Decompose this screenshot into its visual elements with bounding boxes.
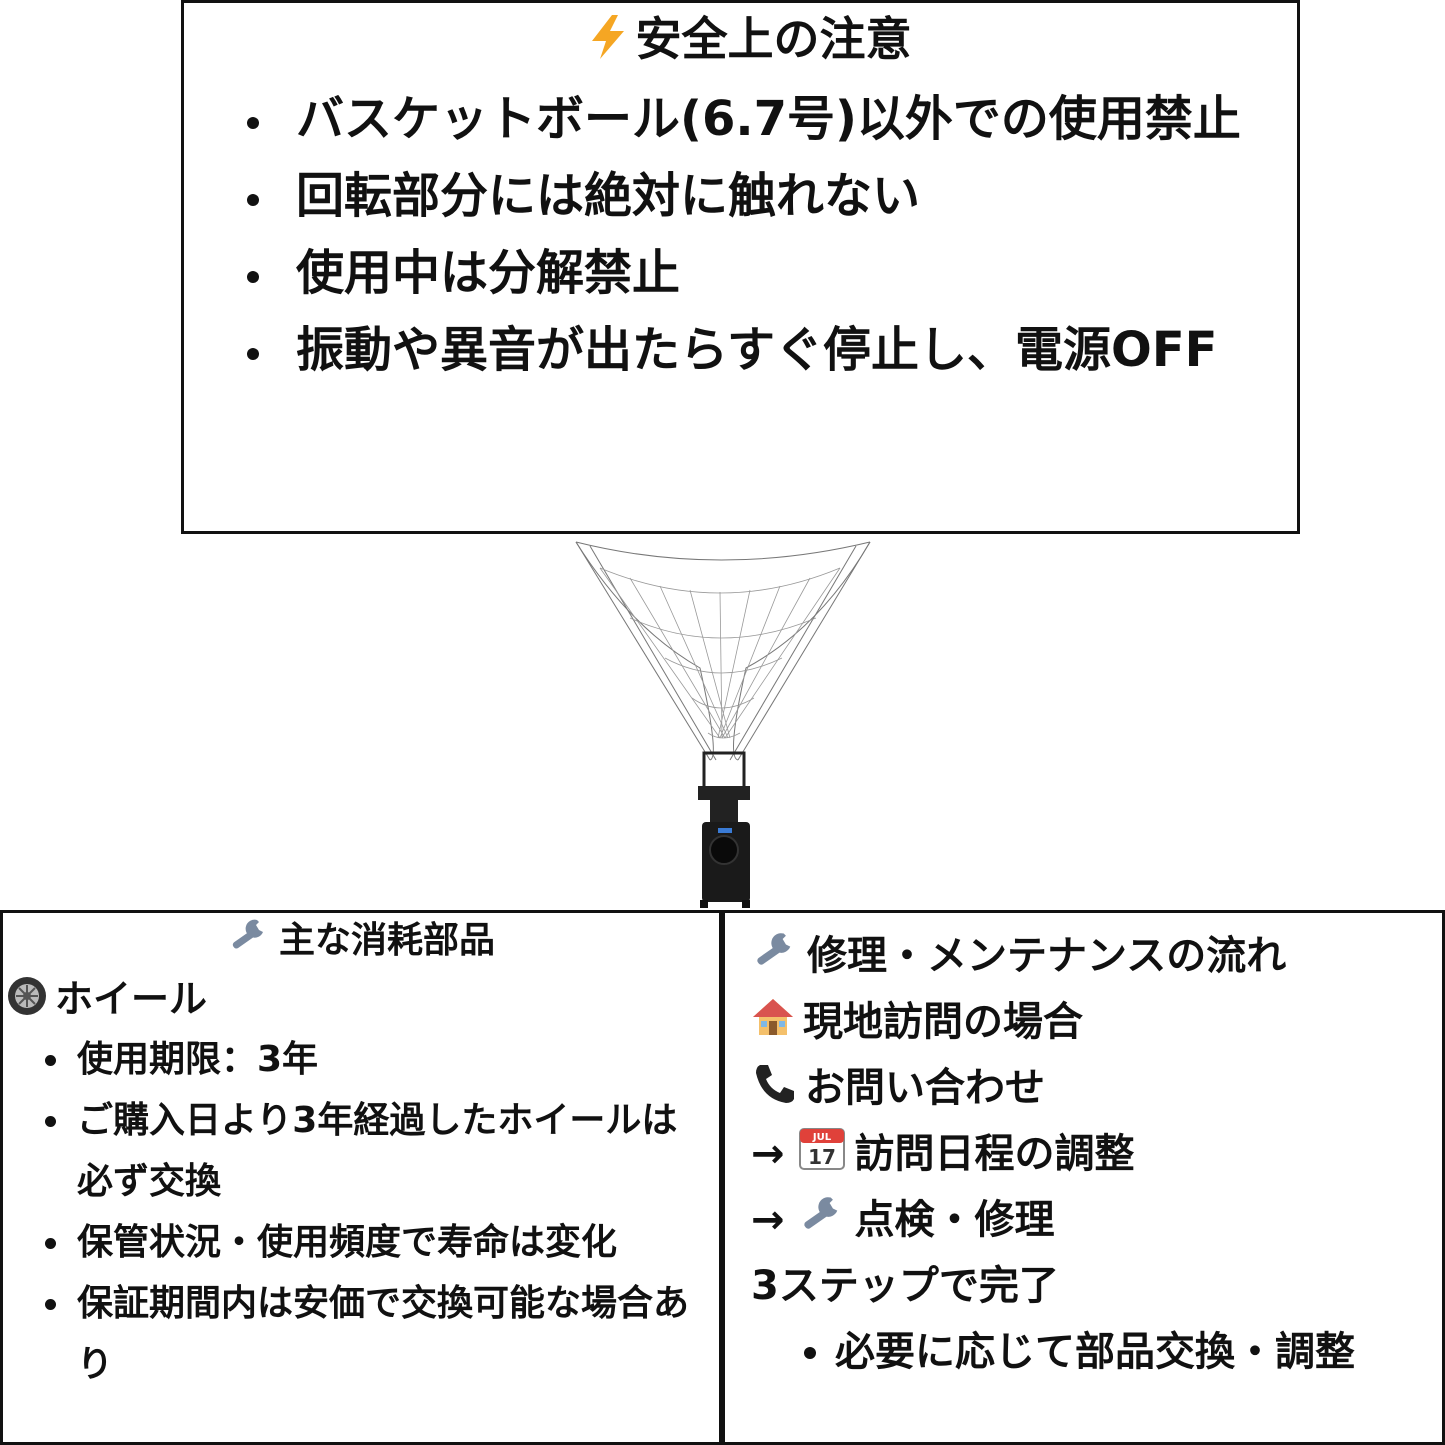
safety-title: 安全上の注意 [635,12,912,66]
step2-row: → JUL 17 訪問日程の調整 [751,1121,1432,1187]
flow-list: 必要に応じて部品交換・調整 [751,1319,1432,1385]
safety-notice-box: 安全上の注意 バスケットボール(6.7号)以外での使用禁止 回転部分には絶対に触… [181,0,1300,534]
phone-icon [751,1059,797,1125]
flow-title: 修理・メンテナンスの流れ [807,933,1287,979]
lightning-icon [588,7,628,79]
step1-row: お問い合わせ [751,1055,1432,1121]
repair-flow-box: 修理・メンテナンスの流れ 現地訪問の場合 お問い合わせ → JUL 17 訪問日… [722,910,1445,1445]
step3-label: 点検・修理 [854,1197,1055,1243]
parts-title: 主な消耗部品 [278,920,495,961]
consumable-parts-box: 主な消耗部品 ホイール 使用期限：3年 ご購入日より3年経過したホイールは 必ず… [0,910,722,1445]
wrench-icon [798,1191,846,1257]
safety-title-row: 安全上の注意 [222,3,1277,75]
list-item: 使用期限：3年 [73,1029,719,1090]
shooting-machine-image [575,541,871,908]
wheel-row: ホイール [3,969,719,1029]
list-item: 保管状況・使用頻度で寿命は変化 [73,1212,719,1273]
list-item: ご購入日より3年経過したホイールは 必ず交換 [73,1090,719,1212]
parts-title-row: 主な消耗部品 [3,913,719,969]
visit-label: 現地訪問の場合 [803,999,1083,1045]
arrow: → [751,1131,785,1177]
arrow: → [751,1197,785,1243]
list-item: 保証期間内は安価で交換可能な場合あり [73,1273,719,1395]
step2-label: 訪問日程の調整 [854,1131,1135,1177]
list-item: 使用中は分解禁止 [278,235,1277,312]
visit-row: 現地訪問の場合 [751,989,1432,1055]
parts-list: 使用期限：3年 ご購入日より3年経過したホイールは 必ず交換 保管状況・使用頻度… [3,1029,719,1395]
calendar-icon: JUL 17 [798,1125,846,1191]
calendar-day: 17 [809,1145,837,1169]
wrench-icon [227,916,271,973]
calendar-month: JUL [812,1132,832,1143]
wheel-label: ホイール [55,977,208,1021]
list-item: バスケットボール(6.7号)以外での使用禁止 [278,81,1277,158]
list-item: 回転部分には絶対に触れない [278,158,1277,235]
list-item: 振動や異音が出たらすぐ停止し、電源OFF [278,312,1277,389]
house-icon [751,993,795,1059]
safety-list: バスケットボール(6.7号)以外での使用禁止 回転部分には絶対に触れない 使用中… [222,81,1277,389]
step3-row: → 点検・修理 [751,1187,1432,1253]
wrench-icon [751,927,799,993]
summary: 3ステップで完了 [751,1263,1059,1309]
step1-label: お問い合わせ [805,1065,1045,1111]
list-item: 必要に応じて部品交換・調整 [835,1319,1432,1385]
flow-title-row: 修理・メンテナンスの流れ [751,923,1432,989]
wheel-icon [7,973,47,1033]
